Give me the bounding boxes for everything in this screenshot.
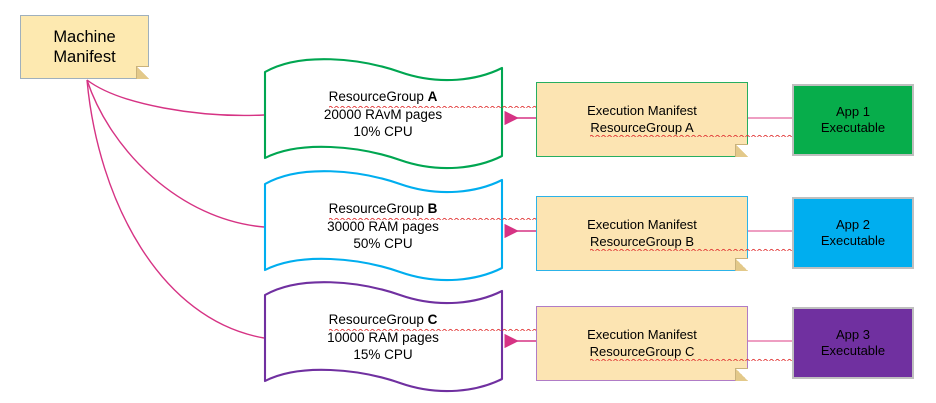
connector-manifest-to-group-a xyxy=(86,79,265,117)
resource-group-title-b: ResourceGroup B xyxy=(263,200,629,220)
resource-group-cpu-c: 15% CPU xyxy=(353,347,413,363)
spellcheck-squiggle-icon xyxy=(589,358,890,362)
resource-group-shape-c xyxy=(263,281,504,393)
resource-group-memory-b: 30000 RAM pages xyxy=(327,218,439,234)
app-box-3[interactable]: App 3 Executable xyxy=(792,307,914,379)
app-box-1-line-2: Executable xyxy=(820,120,886,135)
resource-group-title-letter-b: B xyxy=(427,201,438,216)
execution-manifest-c-line-2: ResourceGroup C xyxy=(589,344,890,362)
resource-group-shape-a xyxy=(263,58,504,170)
execution-manifest-b-line-1: Execution Manifest xyxy=(587,216,697,232)
resource-group-memory-a: 20000 RAvM pages xyxy=(323,106,443,122)
resource-group-title-c: ResourceGroup C xyxy=(263,311,629,331)
resource-group-title-prefix-c: ResourceGroup xyxy=(328,312,424,327)
page-fold-icon xyxy=(735,258,748,271)
resource-group-memory-c: 10000 RAM pages xyxy=(327,329,439,345)
page-fold-icon xyxy=(735,368,748,381)
resource-group-title-prefix-a: ResourceGroup xyxy=(328,89,424,104)
app-box-2-line-2: Executable xyxy=(820,233,886,248)
spellcheck-squiggle-icon xyxy=(590,134,891,138)
execution-manifest-b-line-2: ResourceGroup B xyxy=(589,234,890,252)
execution-manifest-b[interactable]: Execution Manifest ResourceGroup B xyxy=(536,196,890,271)
app-box-2[interactable]: App 2 Executable xyxy=(792,197,914,269)
app-box-3-line-2: Executable xyxy=(820,343,886,358)
machine-manifest-line-1: Machine xyxy=(53,27,116,46)
execution-manifest-a-line-2: ResourceGroup A xyxy=(590,120,891,138)
connector-manifest-to-group-b xyxy=(86,79,265,228)
resource-group-label-b: ResourceGroup B 30000 RAM pages 50% CPU xyxy=(263,200,629,253)
page-fold-icon xyxy=(735,144,748,157)
machine-manifest-line-2: Manifest xyxy=(53,48,116,66)
execution-manifest-c-line-1: Execution Manifest xyxy=(587,326,697,342)
execution-manifest-c[interactable]: Execution Manifest ResourceGroup C xyxy=(536,306,890,381)
resource-group-shape-b xyxy=(263,170,504,282)
spellcheck-squiggle-icon xyxy=(589,248,890,252)
connector-manifest-to-group-c xyxy=(86,79,265,339)
app-box-3-line-1: App 3 xyxy=(836,326,870,342)
app-box-1-line-1: App 1 xyxy=(836,103,870,119)
resource-group-title-a: ResourceGroup A xyxy=(263,88,629,108)
execution-manifest-a-line-1: Execution Manifest xyxy=(587,102,697,118)
page-fold-icon xyxy=(136,66,149,79)
app-box-2-line-1: App 2 xyxy=(836,216,870,232)
resource-group-label-c: ResourceGroup C 10000 RAM pages 15% CPU xyxy=(263,311,629,364)
resource-group-title-prefix-b: ResourceGroup xyxy=(328,201,424,216)
machine-manifest-note[interactable]: Machine Manifest xyxy=(20,15,149,79)
resource-group-cpu-a: 10% CPU xyxy=(353,124,413,140)
execution-manifest-a[interactable]: Execution Manifest ResourceGroup A xyxy=(536,82,891,157)
app-box-1[interactable]: App 1 Executable xyxy=(792,84,914,156)
resource-group-cpu-b: 50% CPU xyxy=(353,236,413,252)
resource-group-title-letter-c: C xyxy=(427,312,438,327)
resource-group-title-letter-a: A xyxy=(427,89,438,104)
resource-group-label-a: ResourceGroup A 20000 RAvM pages 10% CPU xyxy=(263,88,629,141)
